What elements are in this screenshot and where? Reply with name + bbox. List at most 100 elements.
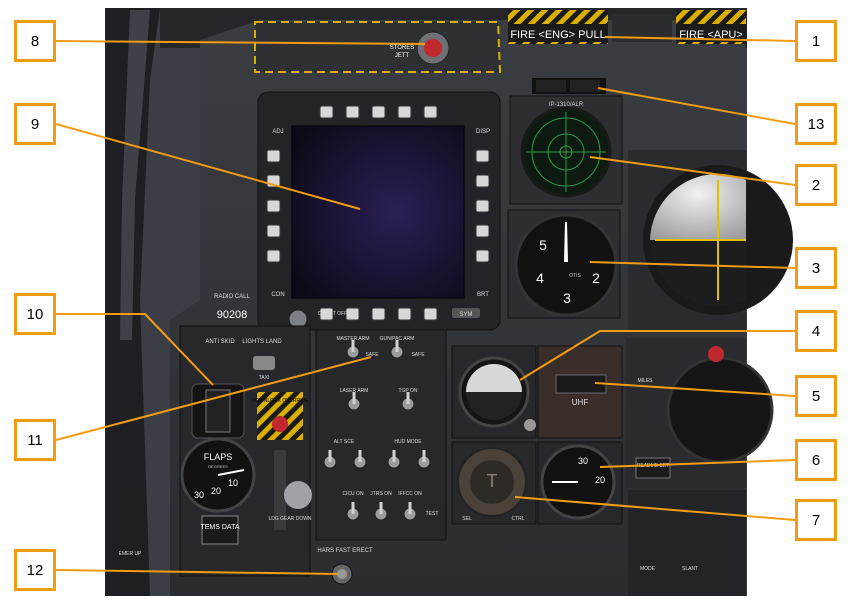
- mode-label: MODE: [640, 566, 656, 572]
- leader-line-7: [514, 496, 796, 521]
- landing-gear-knob[interactable]: [284, 481, 312, 509]
- flaps-digit-20: 20: [211, 486, 221, 496]
- leader-line-4: [519, 330, 795, 381]
- flaps-digit-30: 30: [194, 490, 204, 500]
- master-arm-label: MASTER ARM: [336, 336, 369, 342]
- callout-11: 11: [14, 419, 56, 461]
- leader-line-1: [604, 36, 796, 42]
- mfcd-sym-rocker[interactable]: [452, 308, 480, 318]
- mfcd-osb-top-2[interactable]: [345, 105, 360, 119]
- callout-12: 12: [14, 549, 56, 591]
- leader-lines: [55, 36, 796, 575]
- fire-apu-handle[interactable]: [676, 24, 746, 42]
- leader-line-3: [589, 261, 796, 269]
- mfcd-osb-bottom-2[interactable]: [345, 307, 360, 321]
- mfcd-sym-label: SYM: [459, 312, 472, 318]
- master-caution-light: [708, 346, 724, 362]
- mfcd-osb-bottom-5[interactable]: [423, 307, 438, 321]
- mfcd-osb-left-3[interactable]: [266, 199, 281, 213]
- stores-jett-label-1: STORES: [390, 45, 415, 51]
- leader-line-2: [589, 156, 796, 186]
- callout-2: 2: [795, 164, 837, 206]
- mfcd-osb-top-1[interactable]: [319, 105, 334, 119]
- mfcd-osb-right-1[interactable]: [475, 149, 490, 163]
- hars-fast-erect-label: HARS FAST ERECT: [317, 548, 373, 554]
- hsi-compass: [666, 356, 774, 464]
- mfcd-osb-bottom-3[interactable]: [371, 307, 386, 321]
- adi-sky: [650, 173, 746, 240]
- altimeter-dial: [514, 213, 618, 317]
- leader-line-10: [56, 313, 214, 386]
- tems-data-button[interactable]: [201, 515, 239, 545]
- svg-text:T: T: [487, 471, 498, 491]
- emer-up-label: EMER UP: [119, 551, 142, 557]
- stores-jett-label-2: JETT: [395, 53, 410, 59]
- readme-set-button[interactable]: [635, 457, 671, 479]
- mfcd-osb-right-2[interactable]: [475, 174, 490, 188]
- mfcd-osb-left-5[interactable]: [266, 249, 281, 263]
- adi-ground: [650, 240, 746, 307]
- tgp-on-label: TGP ON: [398, 388, 417, 394]
- leader-line-6: [599, 459, 796, 468]
- mfcd-screen: [291, 125, 465, 299]
- gun-pac-arm-label: GUN/PAC ARM: [380, 336, 415, 342]
- fire-eng-label: FIRE <ENG> PULL: [510, 29, 605, 41]
- leader-line-5: [594, 382, 796, 397]
- mfcd-osb-right-4[interactable]: [475, 224, 490, 238]
- flaps-label: FLAPS: [204, 452, 233, 462]
- fire-eng-handle[interactable]: [508, 24, 608, 42]
- leader-line-11: [55, 356, 372, 441]
- mfcd-osb-right-5[interactable]: [475, 249, 490, 263]
- standby-adi-knob[interactable]: [524, 419, 536, 431]
- test-label: TEST: [426, 511, 439, 517]
- callout-13: 13: [795, 103, 837, 145]
- rwr-label: IP-1310/ALR: [549, 102, 584, 108]
- sel-label: SEL: [462, 516, 472, 522]
- anti-skid-label: ANTI SKID: [205, 339, 235, 345]
- laser-arm-label: LASER ARM: [340, 388, 369, 394]
- mfcd-osb-left-4[interactable]: [266, 224, 281, 238]
- stores-jett-button[interactable]: [424, 39, 442, 57]
- downlock-override-label: DOWNLOCK OVERRIDE: [252, 398, 310, 404]
- leader-line-8: [55, 40, 426, 45]
- downlock-override-button[interactable]: [272, 416, 288, 432]
- leader-line-9: [55, 123, 361, 210]
- altimeter-digit-2: 2: [592, 270, 600, 286]
- slant-label: SLANT: [682, 566, 698, 572]
- mfcd-day-nt-off-label: DAY NT OFF: [318, 311, 347, 317]
- lights-land-switch[interactable]: [253, 356, 275, 370]
- mfcd-osb-bottom-4[interactable]: [397, 307, 412, 321]
- callout-6: 6: [795, 439, 837, 481]
- iffcc-on-label: IFFCC ON: [398, 491, 422, 497]
- altimeter-digit-5: 5: [539, 237, 547, 253]
- mfcd-osb-right-3[interactable]: [475, 199, 490, 213]
- safe-label-1: SAFE: [365, 352, 379, 358]
- ctrl-label: CTRL: [511, 516, 524, 522]
- miles-label: MILES: [637, 378, 653, 384]
- landing-gear-lever[interactable]: [274, 450, 286, 530]
- mfcd-osb-left-1[interactable]: [266, 149, 281, 163]
- ldg-gear-down-label: LDG GEAR DOWN: [268, 516, 311, 522]
- jtrs-on-label: JTRS ON: [370, 491, 392, 497]
- mfcd-con-label: CON: [271, 292, 284, 298]
- leader-line-12: [55, 569, 339, 575]
- altimeter-otis-label: OTIS: [569, 273, 581, 279]
- mfcd-brt-label: BRT: [477, 292, 489, 298]
- lights-land-label: LIGHTS LAND: [242, 339, 282, 345]
- altimeter-digit-4: 4: [536, 270, 544, 286]
- mfcd-power-knob[interactable]: [288, 309, 308, 329]
- tems-data-label: TEMS DATA: [200, 524, 239, 531]
- radio-call-label: RADIO CALL: [214, 294, 250, 300]
- leader-line-13: [597, 87, 796, 125]
- mfcd-osb-bottom-1[interactable]: [319, 307, 334, 321]
- safe-label-2: SAFE: [411, 352, 425, 358]
- radio-call-number: 90208: [217, 309, 248, 321]
- alt-sce-label: ALT SCE: [334, 439, 355, 445]
- mfcd-osb-top-3[interactable]: [371, 105, 386, 119]
- mfcd-osb-top-5[interactable]: [423, 105, 438, 119]
- mfcd-osb-top-4[interactable]: [397, 105, 412, 119]
- callout-3: 3: [795, 247, 837, 289]
- aoa-digit-20: 20: [595, 475, 605, 485]
